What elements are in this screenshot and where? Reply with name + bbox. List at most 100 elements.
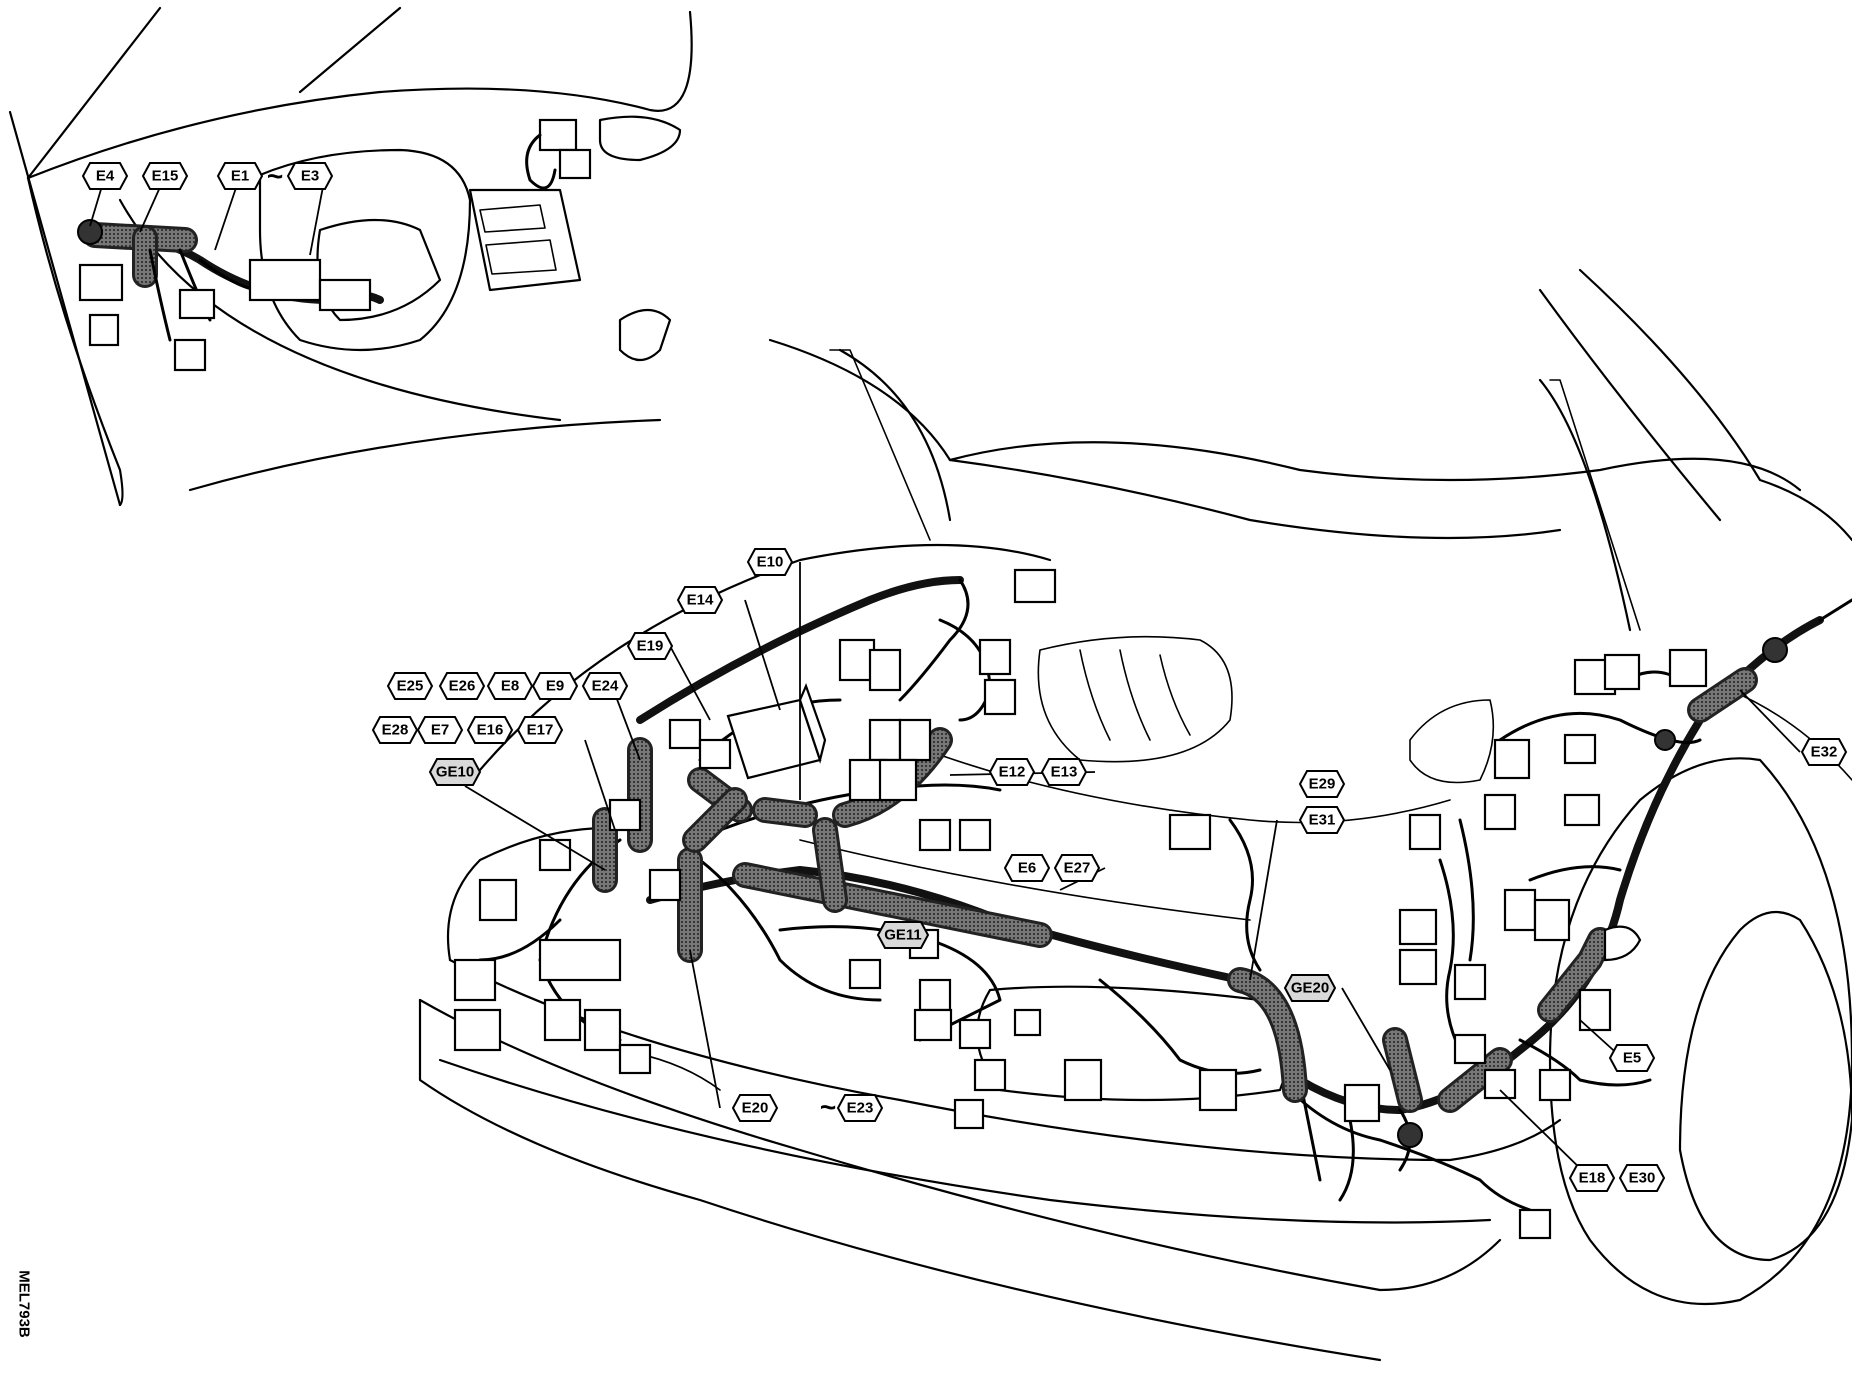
label-text-e28: E28 — [382, 722, 409, 739]
shift-knob — [618, 308, 672, 362]
label-e23: E23 — [836, 1094, 884, 1122]
connector-upper-1 — [838, 638, 876, 682]
label-e16: E16 — [466, 716, 514, 744]
label-tag-frame — [731, 1094, 779, 1122]
label-ge10: GE10 — [428, 758, 482, 786]
label-tag-frame — [1283, 974, 1337, 1002]
label-text-e16: E16 — [477, 722, 504, 739]
reservoir-tank — [1409, 699, 1495, 784]
label-tag-frame — [1608, 1044, 1656, 1072]
label-e18: E18 — [1568, 1164, 1616, 1192]
label-tag-frame — [416, 716, 464, 744]
range-tilde-main: ~ — [820, 1092, 836, 1123]
range-tilde-inset: ~ — [267, 161, 283, 192]
label-inset-e4: E4 — [81, 162, 129, 190]
label-e6: E6 — [1003, 854, 1051, 882]
label-tag-frame — [1040, 758, 1088, 786]
label-e9: E9 — [531, 672, 579, 700]
label-tag-frame — [286, 162, 334, 190]
label-e28: E28 — [371, 716, 419, 744]
label-tag-frame — [1298, 806, 1346, 834]
label-ge11: GE11 — [876, 921, 930, 949]
label-e20: E20 — [731, 1094, 779, 1122]
label-e31: E31 — [1298, 806, 1346, 834]
label-e25: E25 — [386, 672, 434, 700]
label-text-inset-e3: E3 — [301, 168, 319, 185]
label-tag-frame — [676, 586, 724, 614]
label-tag-frame — [486, 672, 534, 700]
label-e7: E7 — [416, 716, 464, 744]
label-tag-frame — [438, 672, 486, 700]
connector-e4 — [77, 219, 103, 245]
label-tag-frame — [1568, 1164, 1616, 1192]
label-text-ge11: GE11 — [884, 927, 922, 944]
headlamp — [976, 985, 1288, 1102]
intake-manifold — [1037, 635, 1233, 763]
engine-bay-view — [418, 268, 1852, 1362]
label-text-ge10: GE10 — [436, 764, 474, 781]
figure-id: MEL793B — [16, 1270, 33, 1338]
label-text-e18: E18 — [1579, 1170, 1606, 1187]
label-tag-frame — [531, 672, 579, 700]
label-text-e12: E12 — [999, 764, 1026, 781]
label-tag-frame — [81, 162, 129, 190]
label-e19: E19 — [626, 632, 674, 660]
label-text-e27: E27 — [1064, 860, 1091, 877]
label-text-e23: E23 — [847, 1100, 874, 1117]
label-tag-frame — [1053, 854, 1101, 882]
label-tag-frame — [1003, 854, 1051, 882]
connector-top — [1013, 568, 1057, 604]
label-text-e20: E20 — [742, 1100, 769, 1117]
label-tag-frame — [988, 758, 1036, 786]
label-tag-frame — [876, 921, 930, 949]
label-text-e30: E30 — [1629, 1170, 1656, 1187]
label-e13: E13 — [1040, 758, 1088, 786]
label-e27: E27 — [1053, 854, 1101, 882]
label-tag-frame — [746, 548, 794, 576]
label-text-e25: E25 — [397, 678, 424, 695]
label-tag-frame — [836, 1094, 884, 1122]
label-e30: E30 — [1618, 1164, 1666, 1192]
label-tag-frame — [581, 672, 629, 700]
label-text-e7: E7 — [431, 722, 449, 739]
label-e5: E5 — [1608, 1044, 1656, 1072]
front-bumper — [418, 998, 1502, 1292]
label-tag-frame — [1298, 770, 1346, 798]
label-tag-frame — [626, 632, 674, 660]
label-e12: E12 — [988, 758, 1036, 786]
relay-box — [78, 263, 124, 302]
label-text-e10: E10 — [757, 554, 784, 571]
front-wheel — [1548, 757, 1852, 1306]
label-text-e19: E19 — [637, 638, 664, 655]
label-text-inset-e15: E15 — [152, 168, 179, 185]
label-tag-frame — [1618, 1164, 1666, 1192]
hood-edge — [768, 338, 1802, 492]
label-text-e31: E31 — [1309, 812, 1336, 829]
hood-strut-left — [838, 348, 952, 522]
harness-main-run — [646, 616, 1824, 1114]
label-text-e26: E26 — [449, 678, 476, 695]
label-text-e14: E14 — [687, 592, 714, 609]
label-tag-frame — [141, 162, 189, 190]
steering-wheel — [258, 148, 472, 352]
label-text-e8: E8 — [501, 678, 519, 695]
center-console — [468, 188, 582, 292]
label-text-e29: E29 — [1309, 776, 1336, 793]
label-text-e9: E9 — [546, 678, 564, 695]
label-tag-frame — [371, 716, 419, 744]
label-text-inset-e1: E1 — [231, 168, 249, 185]
label-text-e17: E17 — [527, 722, 554, 739]
label-tag-frame — [466, 716, 514, 744]
label-inset-e3: E3 — [286, 162, 334, 190]
label-e32: E32 — [1800, 738, 1848, 766]
label-tag-frame — [386, 672, 434, 700]
label-e8: E8 — [486, 672, 534, 700]
label-text-e5: E5 — [1623, 1050, 1641, 1067]
label-e14: E14 — [676, 586, 724, 614]
label-e10: E10 — [746, 548, 794, 576]
hood-strut-right — [1538, 378, 1632, 632]
label-text-e24: E24 — [592, 678, 619, 695]
label-tag-frame — [428, 758, 482, 786]
